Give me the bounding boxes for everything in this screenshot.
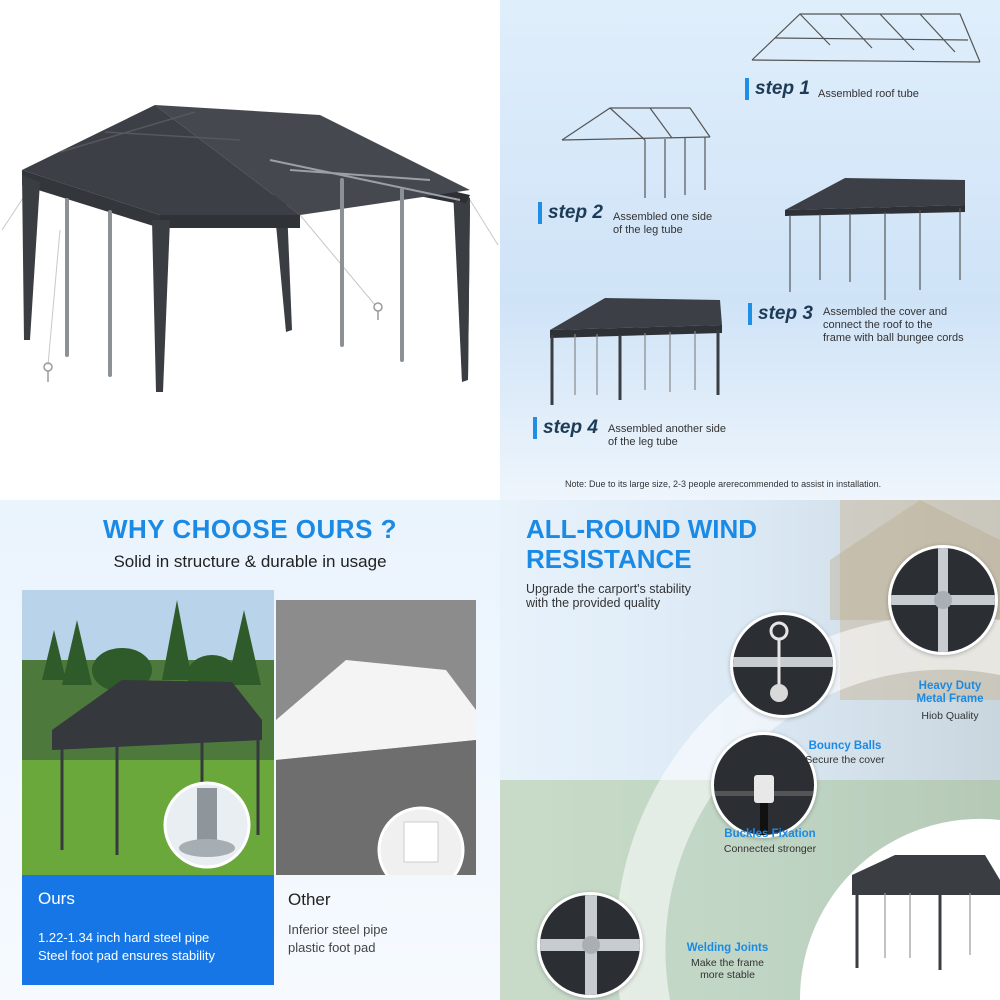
installation-note: Note: Due to its large size, 2-3 people … (565, 479, 882, 489)
welding-joints-detail-line-1: Make the frame (691, 957, 764, 969)
step-4-title: step 4 (543, 417, 598, 438)
bouncy-ball-photo (730, 612, 836, 718)
step-1-description: Assembled roof tube (818, 88, 919, 101)
product-image-panel (0, 0, 500, 500)
ours-line-1: 1.22-1.34 inch hard steel pipe (38, 930, 210, 945)
metal-frame-title-line-2: Metal Frame (916, 693, 984, 705)
assembly-steps-panel: step 1 Assembled roof tube step 2 Assemb… (500, 0, 1000, 500)
wind-title-line-2: RESISTANCE (526, 544, 692, 574)
buckles-title: Buckles Fixation (724, 828, 816, 840)
metal-frame-title-line-1: Heavy Duty (918, 680, 982, 692)
ours-line-2: Steel foot pad ensures stability (38, 948, 216, 963)
metal-frame-detail: Hiob Quality (921, 710, 979, 722)
ours-callout: Ours 1.22-1.34 inch hard steel pipe Stee… (22, 875, 274, 985)
assembly-diagrams (550, 13, 981, 405)
step-marker (748, 303, 752, 325)
wind-resistance-panel: ALL-ROUND WIND RESISTANCE Upgrade the ca… (500, 500, 1000, 1000)
wind-subtitle-line-1: Upgrade the carport's stability (526, 582, 691, 596)
welding-joints-detail-line-2: more stable (700, 969, 755, 981)
wind-title-line-1: ALL-ROUND WIND (526, 514, 758, 544)
buckle-photo (711, 732, 817, 838)
bouncy-balls-title: Bouncy Balls (808, 740, 882, 752)
step-2-label: step 2 (538, 202, 603, 224)
step-1-title: step 1 (755, 78, 810, 99)
ours-photo (22, 590, 274, 880)
step-marker (745, 78, 749, 100)
step-4-desc-line-2: of the leg tube (608, 436, 678, 448)
other-line-2: plastic foot pad (288, 940, 376, 955)
step-1-label: step 1 (745, 78, 810, 100)
welding-joint-photo (537, 892, 643, 998)
ours-heading: Ours (38, 889, 75, 908)
metal-frame-title: Heavy Duty Metal Frame (895, 680, 1000, 706)
step-4-desc-line-1: Assembled another side (608, 423, 727, 435)
metal-frame-photo (888, 545, 998, 655)
step-1-desc-line: Assembled roof tube (818, 88, 919, 100)
wind-title: ALL-ROUND WIND RESISTANCE (526, 514, 757, 574)
step-4-label: step 4 (533, 417, 598, 439)
step-3-title: step 3 (758, 303, 813, 324)
step-2-desc-line-2: of the leg tube (613, 224, 683, 236)
step-marker (533, 417, 537, 439)
step-3-desc-line-3: frame with ball bungee cords (823, 332, 964, 344)
step-marker (538, 202, 542, 224)
comparison-panel: WHY CHOOSE OURS ? Solid in structure & d… (0, 500, 500, 1000)
comparison-subtitle: Solid in structure & durable in usage (113, 552, 387, 571)
step-2-description: Assembled one side of the leg tube (613, 211, 712, 237)
step-3-desc-line-1: Assembled the cover and (823, 306, 948, 318)
welding-joints-title: Welding Joints (686, 942, 769, 954)
step-3-label: step 3 (748, 303, 813, 325)
step-2-title: step 2 (548, 202, 603, 223)
buckles-detail: Connected stronger (723, 843, 817, 855)
other-photo (276, 600, 476, 875)
other-heading: Other (288, 890, 331, 909)
step-3-desc-line-2: connect the roof to the (823, 319, 933, 331)
comparison-title: WHY CHOOSE OURS ? (102, 514, 398, 544)
other-line-1: Inferior steel pipe (288, 922, 388, 937)
welding-joints-detail: Make the frame more stable (670, 957, 785, 981)
step-3-description: Assembled the cover and connect the roof… (823, 306, 964, 345)
bouncy-balls-detail: Secure the cover (805, 754, 885, 766)
carport-illustration (1, 105, 499, 392)
step-4-description: Assembled another side of the leg tube (608, 423, 726, 449)
wind-subtitle-line-2: with the provided quality (526, 596, 661, 610)
wind-subtitle: Upgrade the carport's stability with the… (526, 582, 691, 610)
step-2-desc-line-1: Assembled one side (613, 211, 713, 223)
